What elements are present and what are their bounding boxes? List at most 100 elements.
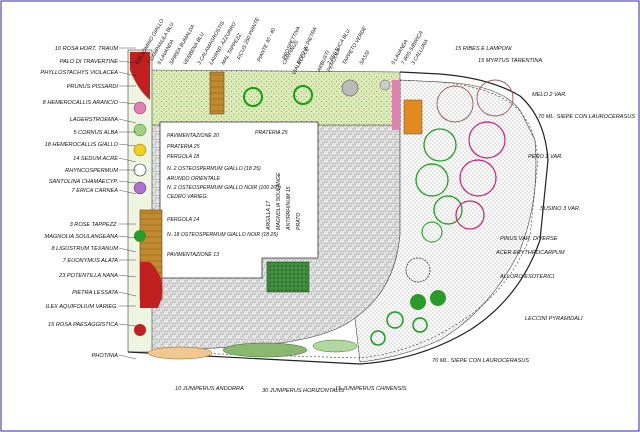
- top-plant-label: SASSI: [359, 49, 372, 66]
- left-plant-label: 3 ROSE TAPPEZZ.: [70, 222, 118, 228]
- right-plant-label: SUSINO 3 VAR.: [540, 206, 580, 212]
- dark-lawn-patch: [266, 261, 310, 293]
- round-shrub: [293, 85, 313, 105]
- left-plant-label: 10 ROSA HORT. TRAUM: [55, 46, 119, 52]
- right-plant-label: 70 ML. SIEPE CON LAUROCERASUS: [538, 114, 635, 120]
- leccini-shrub: [370, 330, 386, 346]
- plum-tree: [433, 195, 463, 225]
- left-plant-label: RHYNCOSPERMUM: [65, 168, 118, 174]
- rock: [379, 79, 391, 91]
- left-plant-label: 18 HEMEROCALLIS GIALLO: [45, 142, 119, 148]
- left-plant-label: MAGNOLIA SOULANGEANA: [45, 234, 119, 240]
- pear-tree: [468, 121, 506, 159]
- left-plant-label: 5 CORNUS ALBA: [73, 130, 118, 136]
- left-shrub: [133, 143, 147, 157]
- left-plant-label: ILEX AQUIFOLIUM VARIEG.: [46, 304, 118, 310]
- right-plant-label: PINUS VAR. DIVERSE: [500, 236, 558, 242]
- left-plant-label: 7 ERICA CARNEA: [72, 188, 119, 194]
- laurel-shrub: [410, 294, 426, 310]
- leader-line: [118, 274, 137, 278]
- red-bed-left: [140, 262, 163, 308]
- bed-list-label: ARUNDO ORIENTALE: [166, 176, 220, 182]
- left-plant-label: SANTOLINA CHAMAECYP.: [49, 179, 118, 185]
- bottom-plant-label: 10 JUNIPERUS ANDORRA: [175, 386, 244, 392]
- leader-line: [118, 247, 137, 253]
- left-plant-label: 15 ROSA PAESAGGISTICA: [48, 322, 118, 328]
- boundary-hedge-inner: [149, 79, 539, 359]
- center-label: MAGNOLIA SOULANGE: [276, 172, 282, 230]
- left-plant-label: PALO DI TRAVERTINE: [60, 59, 118, 65]
- red-bed-top-left: [130, 52, 150, 100]
- pear-tree: [459, 159, 497, 197]
- left-plant-label: 8 LIGUSTRUM TEXANUM: [51, 246, 118, 252]
- leader-line: [118, 235, 137, 239]
- right-plant-label: MELO 2 VAR.: [532, 92, 567, 98]
- leader-line: [118, 354, 137, 360]
- leader-line: [118, 291, 137, 297]
- left-shrub: [133, 101, 147, 115]
- leader-line: [118, 323, 137, 327]
- left-shrub: [134, 324, 146, 336]
- bed-list-label: PAVIMENTAZIONE 13: [167, 252, 219, 258]
- top-lawn-strip: [149, 69, 401, 126]
- labels-bed-list: PAVIMENTAZIONE 20 PRATERIA 25 PERGOLA 18 N.…: [166, 133, 281, 258]
- leccini-shrub: [386, 311, 404, 329]
- right-plant-label: 70 ML. SIEPE CON LAUROCERASUS: [432, 358, 529, 364]
- plum-tree: [415, 163, 449, 197]
- bed-list-label: CEDRO VARIEG.: [167, 194, 208, 200]
- apple-tree: [476, 79, 514, 117]
- left-plant-label: PIETRA LESSATA: [72, 290, 118, 296]
- left-shrub: [134, 230, 146, 242]
- left-plant-label: PRUNUS PISSARDI: [67, 84, 119, 90]
- rock: [341, 79, 359, 97]
- bed-list-label: PAVIMENTAZIONE 20: [167, 133, 219, 139]
- labels-right: 15 RIBES E LAMPONI 15 MYRTUS TARENTINA MEL…: [432, 46, 635, 364]
- boundary-hedge: [127, 71, 549, 365]
- center-label: PRATO: [296, 213, 302, 230]
- right-plant-label: ACER ERYTHROCARPUM: [495, 250, 565, 256]
- leader-line: [118, 60, 137, 64]
- bed-list-label: N. 2 OSTEOSPERMUM GIALLO NOIR (100 200): [167, 185, 281, 191]
- right-plant-label: 15 RIBES E LAMPONI: [455, 46, 512, 52]
- left-plant-label: PHOTINIA: [92, 353, 119, 359]
- leader-line: [118, 180, 137, 184]
- plum-tree: [423, 128, 457, 162]
- leader-line: [118, 118, 137, 124]
- left-plant-label: PHYLLOSTACHYS VIOLACEA: [40, 70, 118, 76]
- left-plant-label: 8 HEMEROCALLIS ARANCIO: [43, 100, 119, 106]
- pink-strip-right: [392, 80, 400, 130]
- orange-bed-right: [403, 99, 423, 135]
- bed-list-label: N. 2 OSTEOSPERMUM GIALLO (18 25): [167, 166, 261, 172]
- laurel-shrub: [430, 290, 446, 306]
- leader-line: [118, 189, 137, 195]
- bed-list-label: N. 18 OSTEOSPERMUM GIALLO NOIR (18 25): [167, 232, 278, 238]
- round-shrub: [243, 87, 263, 107]
- center-label: PIANTE 30 - 40: [256, 27, 277, 63]
- leccini-shrub: [412, 317, 428, 333]
- leader-line: [118, 143, 137, 147]
- right-plant-label: PERO 2 VAR.: [528, 154, 563, 160]
- acer-tree: [405, 257, 431, 283]
- labels-left: 10 ROSA HORT. TRAUM PALO DI TRAVERTINE PHY…: [40, 46, 137, 360]
- leader-line: [118, 71, 137, 77]
- right-plant-label: 15 MYRTUS TARENTINA: [478, 58, 542, 64]
- left-plant-label: 14 SEDUM ACRE: [73, 156, 118, 162]
- left-plant-label: 7 EUONYMUS ALATA: [63, 258, 118, 264]
- center-label: PRATERIA 25: [255, 130, 288, 136]
- center-label: ARGILLA 17: [266, 200, 272, 231]
- bed-list-label: PRATERIA 25: [167, 144, 200, 150]
- leader-line: [118, 157, 137, 163]
- bed-list-label: PERGOLA 18: [167, 154, 199, 160]
- right-plant-label: ALLORO ESOTERICI: [499, 274, 555, 280]
- leader-line: [118, 101, 137, 105]
- juniper-andorra-bed: [147, 346, 213, 360]
- right-plant-label: LECCINI PYRAMIDALI: [525, 316, 583, 322]
- left-plant-label: LAGERSTROEMIA: [70, 117, 118, 123]
- pear-tree: [455, 200, 485, 230]
- bed-list-label: PERGOLA 14: [167, 217, 199, 223]
- left-shrub: [133, 181, 147, 195]
- pine-tree: [421, 221, 443, 243]
